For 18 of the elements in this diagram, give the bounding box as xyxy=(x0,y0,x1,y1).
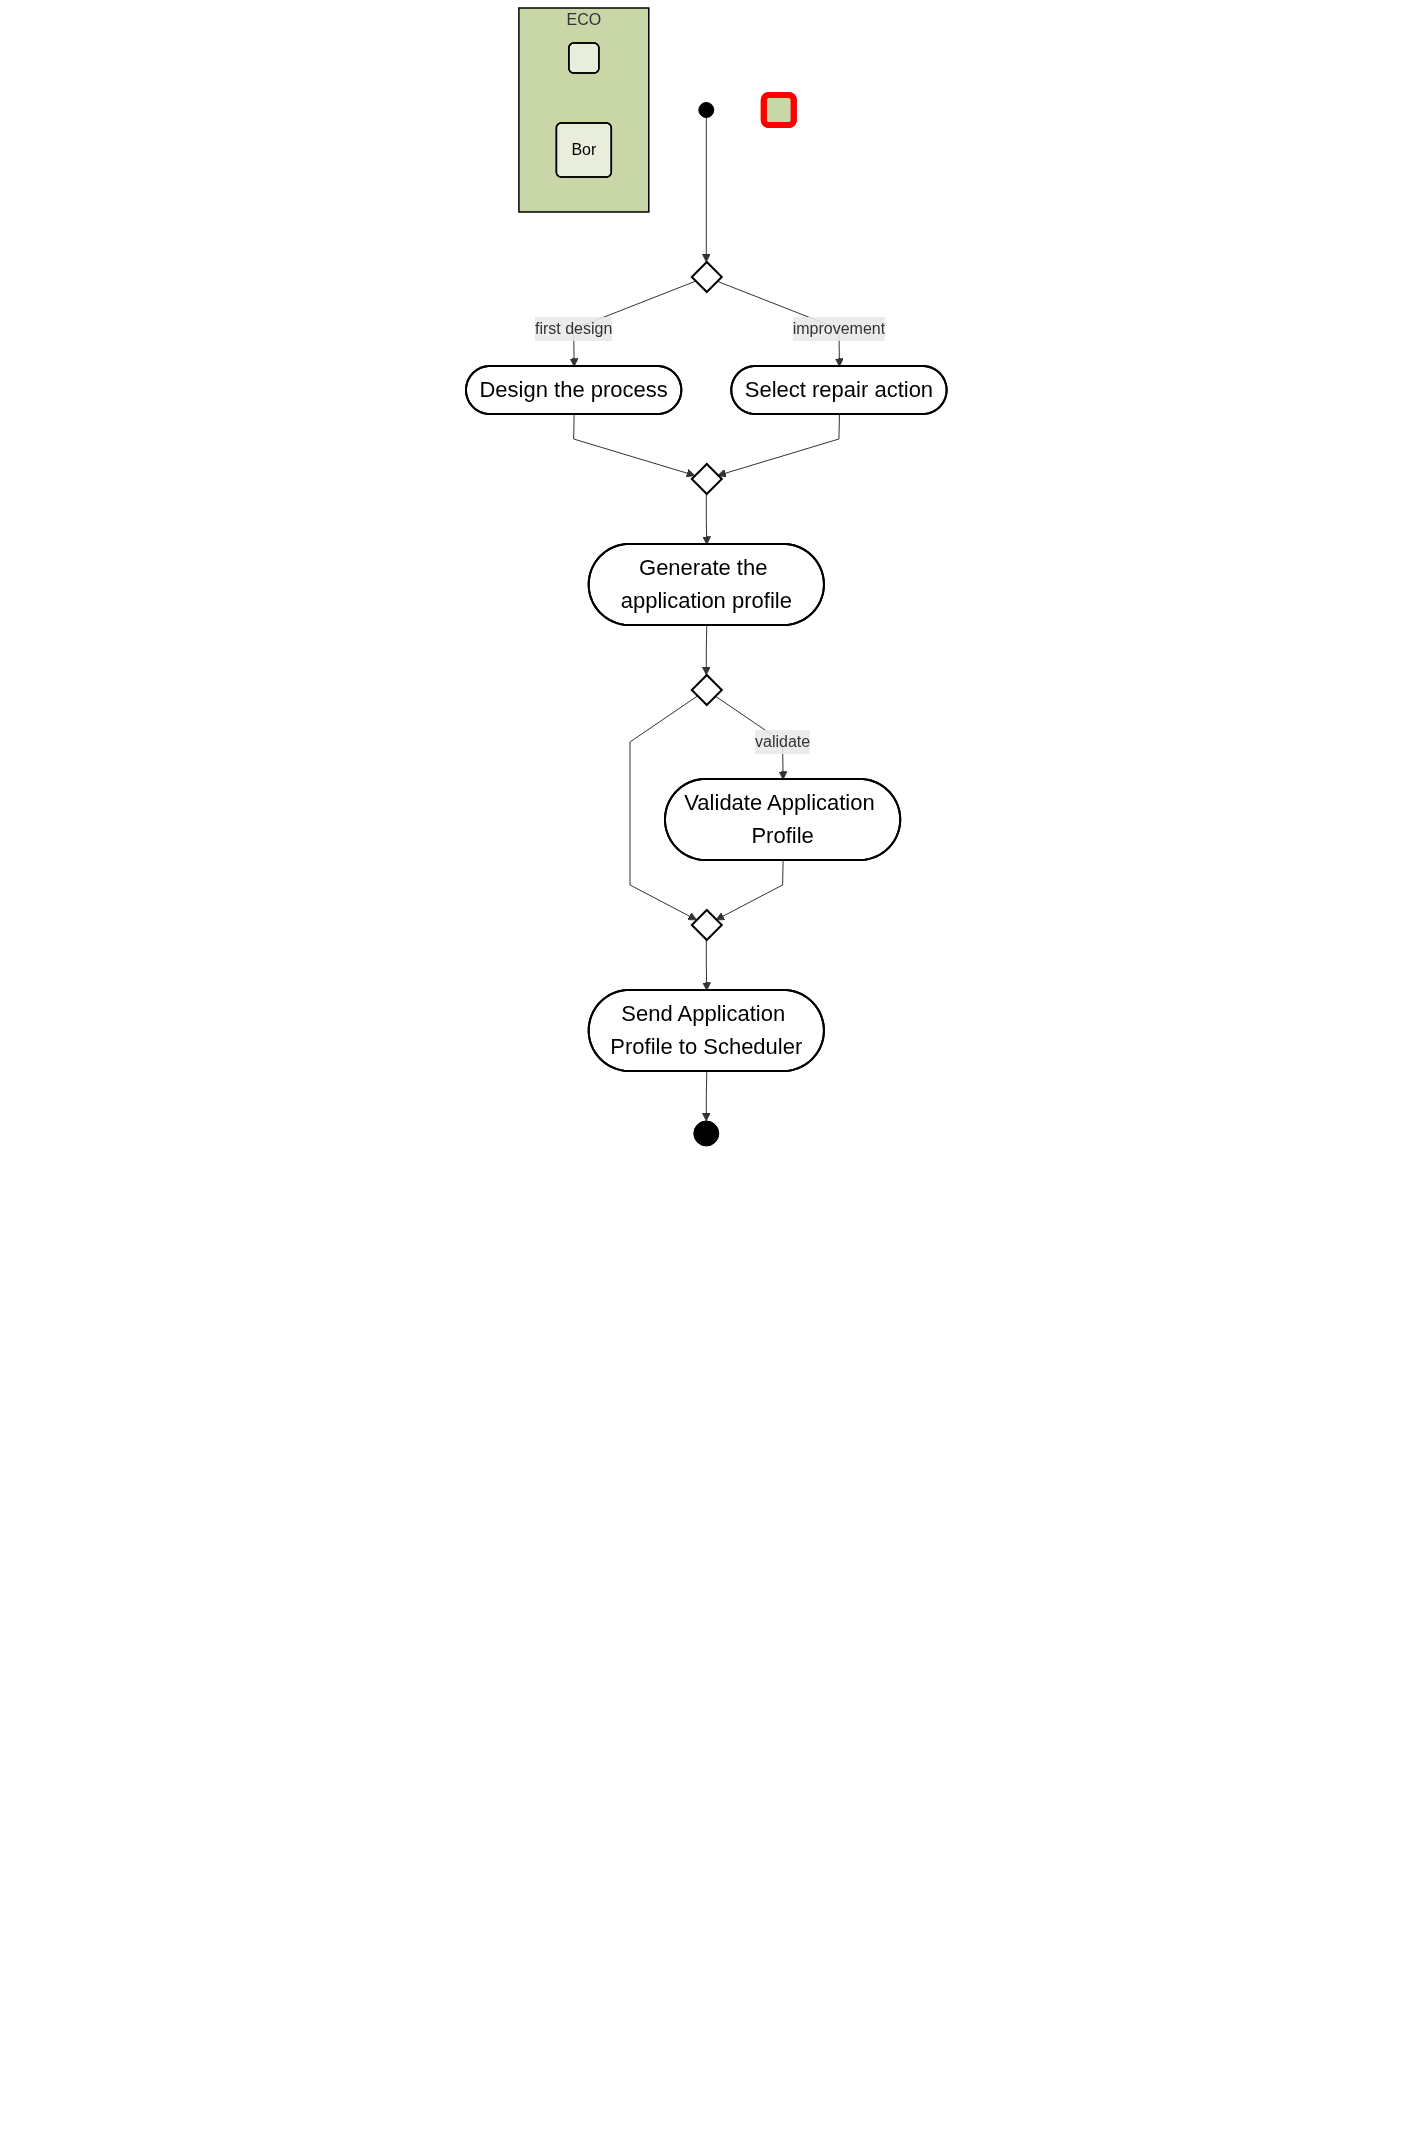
node-circle xyxy=(698,102,715,118)
arrow xyxy=(702,117,711,263)
node-diamond xyxy=(690,673,724,707)
node-diamond xyxy=(690,908,724,942)
arrow xyxy=(629,695,699,921)
arrow xyxy=(702,625,711,676)
node-circle xyxy=(693,1120,720,1147)
arrow xyxy=(702,493,712,545)
node-diamond xyxy=(690,462,724,496)
arrow xyxy=(702,1070,711,1122)
edge-label: improvement xyxy=(792,319,886,337)
arrow xyxy=(715,860,784,921)
arrow xyxy=(717,414,841,478)
arrow xyxy=(702,939,712,991)
edge-label: first design xyxy=(535,319,613,337)
edge-label: validate xyxy=(755,732,811,750)
arrow xyxy=(573,414,696,478)
node-diamond xyxy=(690,260,724,294)
